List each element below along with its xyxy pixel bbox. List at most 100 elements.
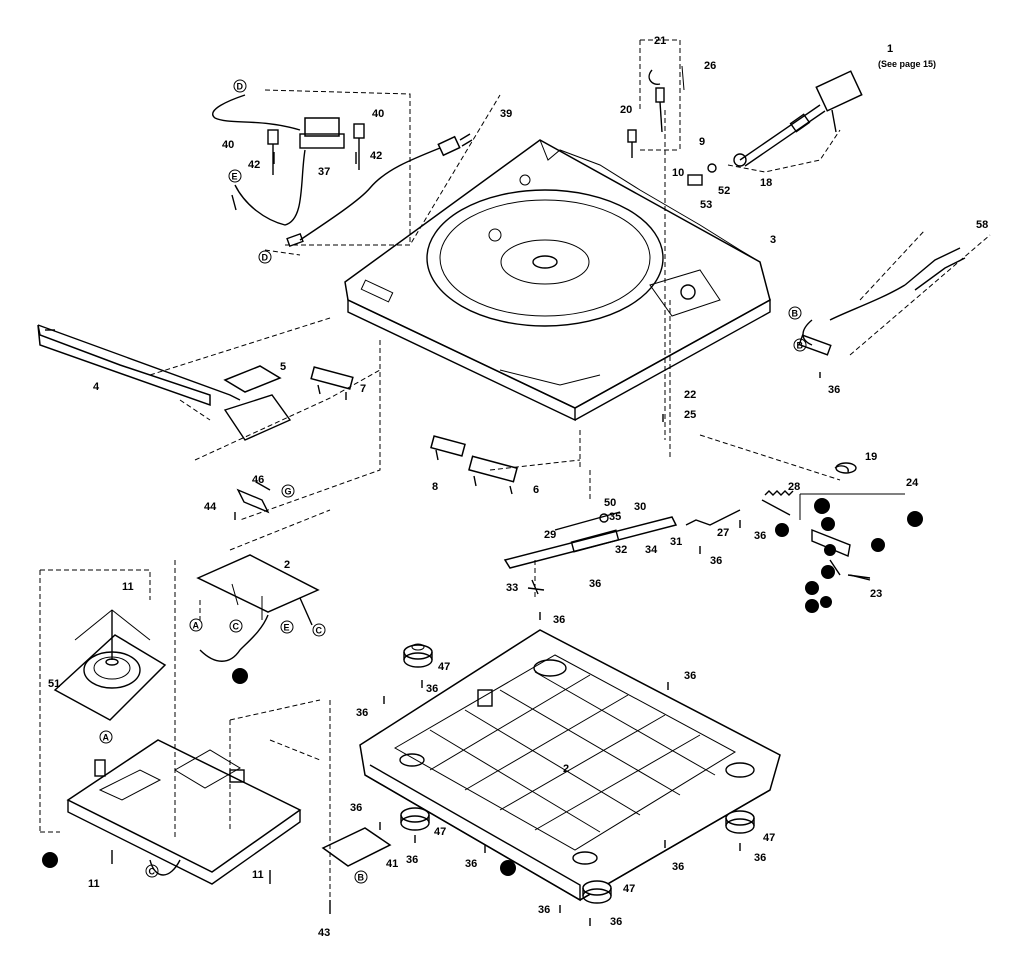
foot-1 [403,643,433,668]
part-label-36: 36 [754,852,766,864]
part-label-3: 3 [770,234,776,246]
part-label-11: 11 [122,581,134,593]
part-label-21: 21 [654,35,666,47]
part-label-10: 10 [672,167,684,179]
part-label-47: 47 [438,661,450,673]
part-label-26: 26 [704,60,716,72]
foot-4 [582,880,612,904]
connector-marker: G [281,484,295,498]
marker-dot [814,498,830,514]
part-label-36: 36 [672,861,684,873]
connector-marker: A [189,618,203,632]
connector-marker: E [228,169,242,183]
svg-text:E: E [284,623,290,633]
part-label-36: 36 [754,530,766,542]
part-label-37: 37 [318,166,330,178]
part-label-53: 53 [700,199,712,211]
lead-wires [212,94,306,226]
svg-text:C: C [233,622,240,632]
power-cord [286,133,473,248]
part-label-36: 36 [465,858,477,870]
marker-dot [907,511,923,527]
marker-dot [500,860,516,876]
part-label-18: 18 [760,177,772,189]
connector-marker: D [233,79,247,93]
svg-text:B: B [797,341,804,351]
part-label-19: 19 [865,451,877,463]
part-label-6: 6 [533,484,539,496]
part-label-36: 36 [538,904,550,916]
lever-strip [37,324,241,407]
part-label-51: 51 [48,678,60,690]
screw-23 [847,574,871,579]
part-label-36: 36 [828,384,840,396]
rca-cable [798,247,966,356]
part-label-9: 9 [699,136,705,148]
part-label-27: 27 [717,527,729,539]
clamp-7 [310,366,354,400]
connector-marker: E [280,620,294,634]
part-label-29: 29 [544,529,556,541]
part-label-36: 36 [710,555,722,567]
part-label-31: 31 [670,536,682,548]
part-label-40: 40 [372,108,384,120]
svg-text:C: C [316,626,323,636]
part-label-42: 42 [370,150,382,162]
transformer [267,117,365,175]
part-label-36: 36 [589,578,601,590]
part-label-36: 36 [610,916,622,928]
foot-3 [725,810,755,834]
part-label-25: 25 [684,409,696,421]
screw-set [111,152,821,926]
part-label-32: 32 [615,544,627,556]
part-label-23: 23 [870,588,882,600]
clamp-8 [430,435,466,461]
part-label-7: 7 [360,383,366,395]
part-label-36: 36 [406,854,418,866]
svg-text:E: E [232,172,238,182]
bracket-46 [236,481,271,514]
mechanism-chassis [66,739,302,885]
clip-19 [835,462,857,474]
marker-dot [805,599,819,613]
part-label-8: 8 [432,481,438,493]
base-tray [359,629,781,902]
marker-dot [871,538,885,552]
part-label-47: 47 [623,883,635,895]
part-label-47: 47 [434,826,446,838]
motor-51 [53,609,167,721]
switch-assembly-24 [761,465,905,581]
part-label-36: 36 [350,802,362,814]
svg-text:B: B [792,309,799,319]
part-label-42: 42 [248,159,260,171]
part-label-4: 4 [93,381,100,393]
spring-28 [764,490,794,496]
part-label-1: 1 [887,43,893,55]
marker-dot [775,523,789,537]
part-label-33: 33 [506,582,518,594]
part-label-2: 2 [284,559,290,571]
marker-dot [821,517,835,531]
cabinet-top-panel [344,139,771,422]
part-label-36: 36 [553,614,565,626]
svg-text:A: A [103,733,110,743]
part-label-52: 52 [718,185,730,197]
part-label-40: 40 [222,139,234,151]
svg-text:D: D [237,82,244,92]
part-label-28: 28 [788,481,800,493]
sheet-5 [223,365,292,441]
marker-dot [820,596,832,608]
part-label-47: 47 [763,832,775,844]
part-label-58: 58 [976,219,988,231]
part-label-46: 46 [252,474,264,486]
svg-text:A: A [193,621,200,631]
part-label-20: 20 [620,104,632,116]
connector-marker: B [793,338,807,352]
svg-text:B: B [358,873,365,883]
part-label-2: 2 [563,763,569,775]
part-label-34: 34 [645,544,658,556]
part-label-30: 30 [634,501,646,513]
clamp-6 [468,455,518,495]
marker-dot [821,565,835,579]
